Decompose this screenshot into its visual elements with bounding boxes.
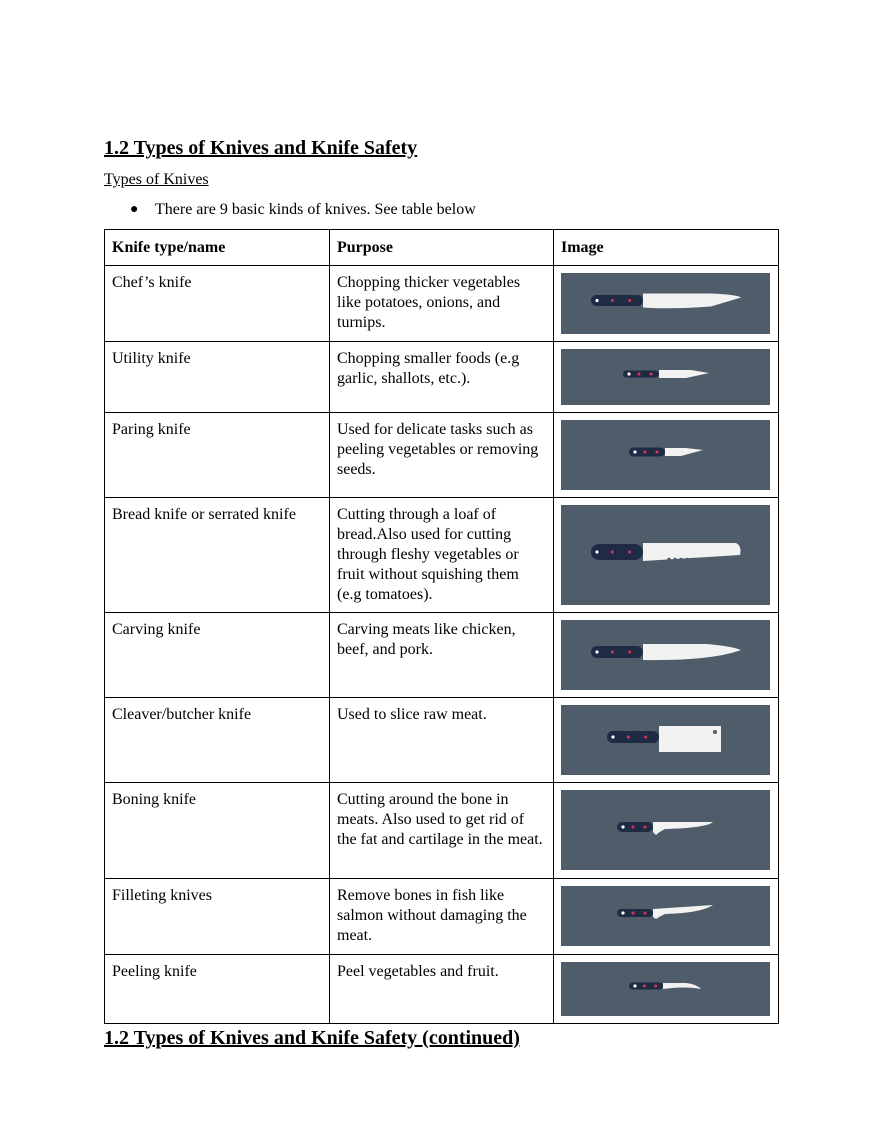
chefs-knife-icon [561, 273, 770, 334]
knife-name-cell: Paring knife [104, 412, 330, 498]
knife-purpose-cell: Used to slice raw meat. [329, 697, 554, 783]
knife-image-cell [553, 265, 779, 342]
bullet-icon: ● [130, 202, 139, 217]
knife-name-cell: Peeling knife [104, 954, 330, 1024]
bullet-item: ● There are 9 basic kinds of knives. See… [104, 200, 778, 220]
carving-knife-icon [561, 620, 770, 690]
knife-image-cell [553, 954, 779, 1024]
subheading: Types of Knives [104, 171, 209, 188]
knife-image-cell [553, 341, 779, 413]
knife-image-cell [553, 497, 779, 613]
knife-name-cell: Bread knife or serrated knife [104, 497, 330, 613]
knife-purpose-cell: Remove bones in fish like salmon without… [329, 878, 554, 955]
document-page: 1.2 Types of Knives and Knife Safety Typ… [104, 134, 779, 1051]
header-knife-name: Knife type/name [104, 229, 330, 266]
bread-knife-icon [561, 505, 770, 605]
section-heading: 1.2 Types of Knives and Knife Safety [104, 137, 418, 159]
knife-purpose-cell: Cutting around the bone in meats. Also u… [329, 782, 554, 879]
knife-name-cell: Chef’s knife [104, 265, 330, 342]
knife-image-cell [553, 412, 779, 498]
knife-name-cell: Carving knife [104, 612, 330, 698]
utility-knife-icon [561, 349, 770, 405]
knife-table: Knife type/name Purpose Image Chef’s kni… [104, 229, 779, 1024]
filleting-knife-icon [561, 886, 770, 946]
knife-name-cell: Boning knife [104, 782, 330, 879]
knife-image-cell [553, 697, 779, 783]
header-purpose: Purpose [329, 229, 554, 266]
knife-purpose-cell: Used for delicate tasks such as peeling … [329, 412, 554, 498]
bullet-text: There are 9 basic kinds of knives. See t… [155, 201, 476, 218]
knife-name-cell: Utility knife [104, 341, 330, 413]
table-header-row: Knife type/name Purpose Image [104, 229, 779, 266]
knife-purpose-cell: Chopping thicker vegetables like potatoe… [329, 265, 554, 342]
knife-purpose-cell: Peel vegetables and fruit. [329, 954, 554, 1024]
cleaver-icon [561, 705, 770, 775]
knife-image-cell [553, 612, 779, 698]
boning-knife-icon [561, 790, 770, 870]
header-image: Image [553, 229, 779, 266]
knife-image-cell [553, 878, 779, 955]
peeling-knife-icon [561, 962, 770, 1016]
knife-purpose-cell: Carving meats like chicken, beef, and po… [329, 612, 554, 698]
knife-name-cell: Cleaver/butcher knife [104, 697, 330, 783]
knife-purpose-cell: Chopping smaller foods (e.g garlic, shal… [329, 341, 554, 413]
knife-image-cell [553, 782, 779, 879]
continued-heading: 1.2 Types of Knives and Knife Safety (co… [104, 1027, 520, 1049]
knife-name-cell: Filleting knives [104, 878, 330, 955]
paring-knife-icon [561, 420, 770, 490]
knife-purpose-cell: Cutting through a loaf of bread.Also use… [329, 497, 554, 613]
